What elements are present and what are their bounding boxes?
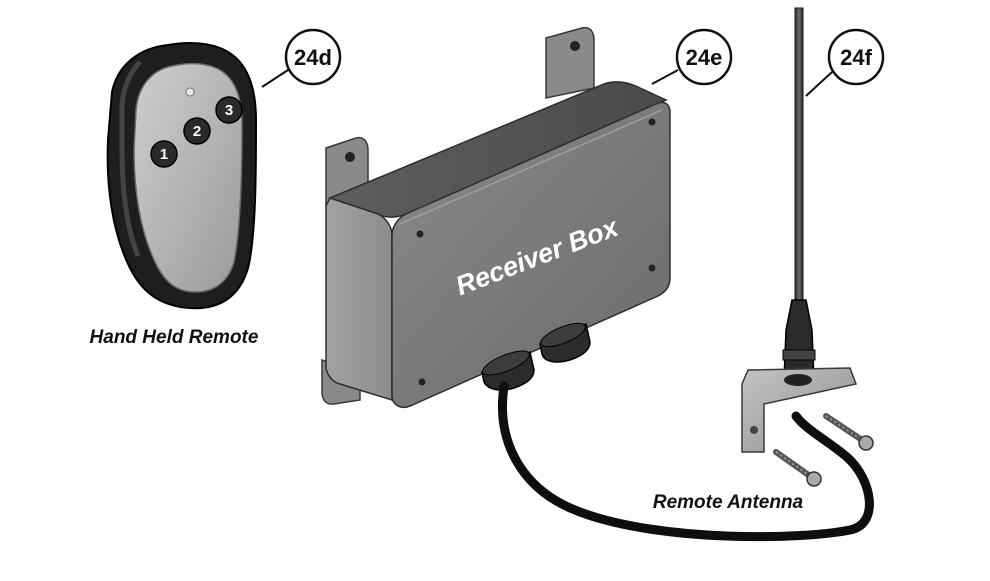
hand-held-remote: 1 2 3 Hand Held Remote (90, 42, 259, 348)
antenna-whip (794, 7, 804, 309)
mounting-bracket (741, 367, 858, 453)
cable-gland (539, 322, 591, 363)
remote-shell-highlight (119, 60, 142, 257)
mounting-screw (823, 413, 874, 451)
remote-caption: Hand Held Remote (90, 327, 259, 348)
remote-button-3[interactable]: 3 (215, 96, 243, 124)
antenna-base (783, 299, 815, 381)
antenna-caption: Remote Antenna (653, 492, 804, 513)
cable-gland (481, 350, 535, 391)
remote-button-2-label: 2 (193, 123, 201, 140)
lid-screw (648, 118, 656, 126)
remote-button-1[interactable]: 1 (150, 140, 178, 168)
box-top-face (327, 81, 668, 218)
lid-screw (648, 264, 656, 272)
lid-screw (416, 230, 424, 238)
remote-button-3-label: 3 (225, 102, 233, 119)
callout-24e-text: 24e (686, 45, 723, 70)
box-side-face (325, 197, 393, 402)
callout-24f-text: 24f (840, 45, 872, 70)
remote-led-indicator (185, 87, 195, 97)
remote-antenna (741, 7, 874, 487)
callout-24e: 24e (651, 28, 733, 86)
lid-screw (418, 378, 426, 386)
mounting-tab-top (545, 26, 595, 99)
callout-24d: 24d (261, 28, 342, 88)
callout-24f: 24f (805, 28, 885, 97)
receiver-box: Receiver Box (321, 26, 671, 408)
remote-button-1-label: 1 (160, 146, 168, 163)
box-front-face (391, 101, 671, 408)
remote-button-2[interactable]: 2 (183, 117, 211, 145)
remote-face-plate (133, 62, 243, 293)
callout-24d-text: 24d (294, 45, 332, 70)
mounting-screw (773, 449, 822, 487)
antenna-cable (498, 381, 874, 542)
